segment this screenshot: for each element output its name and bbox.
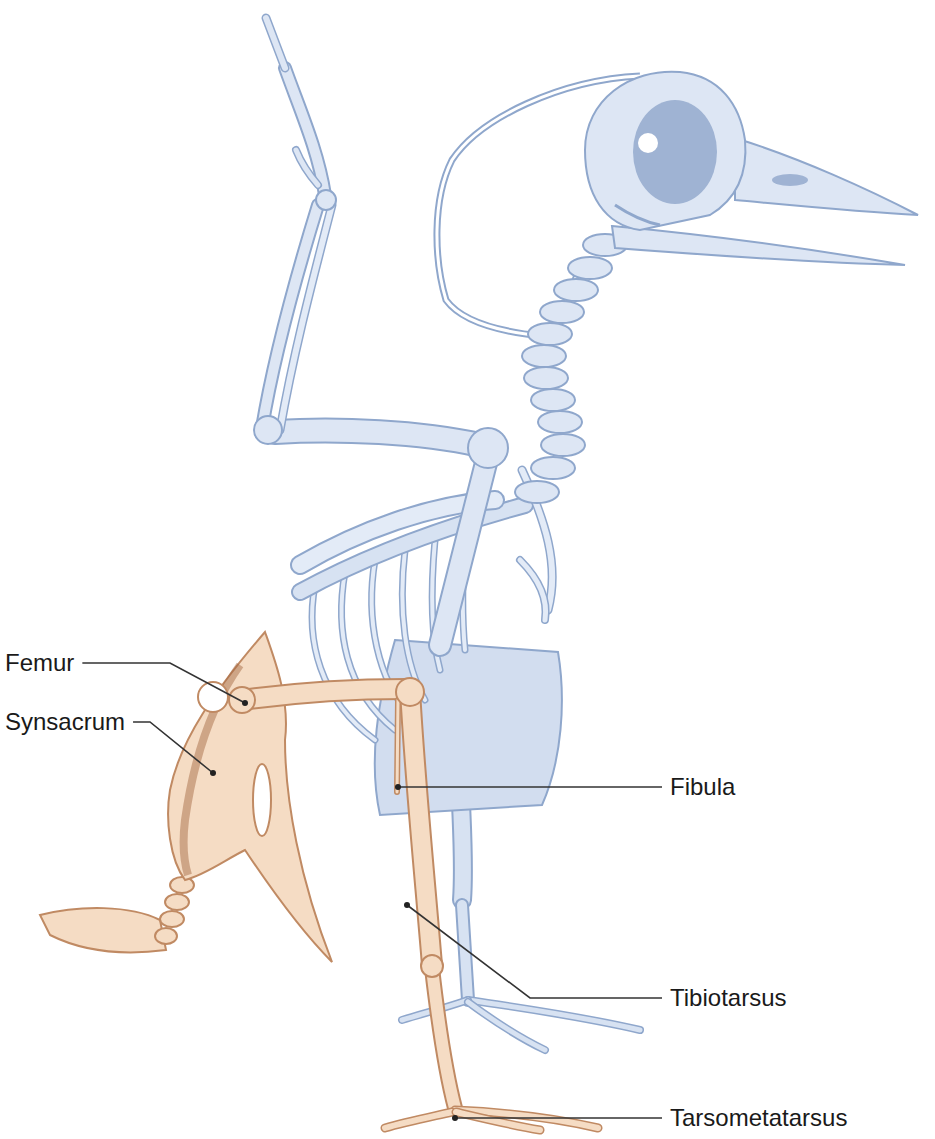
leader-line — [133, 722, 213, 773]
leader-dot — [452, 1115, 458, 1121]
leader-line — [398, 786, 662, 788]
leader-line — [82, 663, 245, 703]
leader-dot — [404, 902, 410, 908]
leader-line — [407, 905, 662, 998]
part-label: Tibiotarsus — [668, 985, 788, 1011]
part-label: Synsacrum — [3, 709, 127, 735]
leader-dot — [395, 784, 401, 790]
leader-dot — [210, 770, 216, 776]
leader-line — [455, 1117, 662, 1119]
part-label: Fibula — [668, 774, 737, 800]
leader-dot — [242, 700, 248, 706]
part-label: Tarsometatarsus — [668, 1105, 849, 1131]
part-label: Femur — [3, 650, 76, 676]
